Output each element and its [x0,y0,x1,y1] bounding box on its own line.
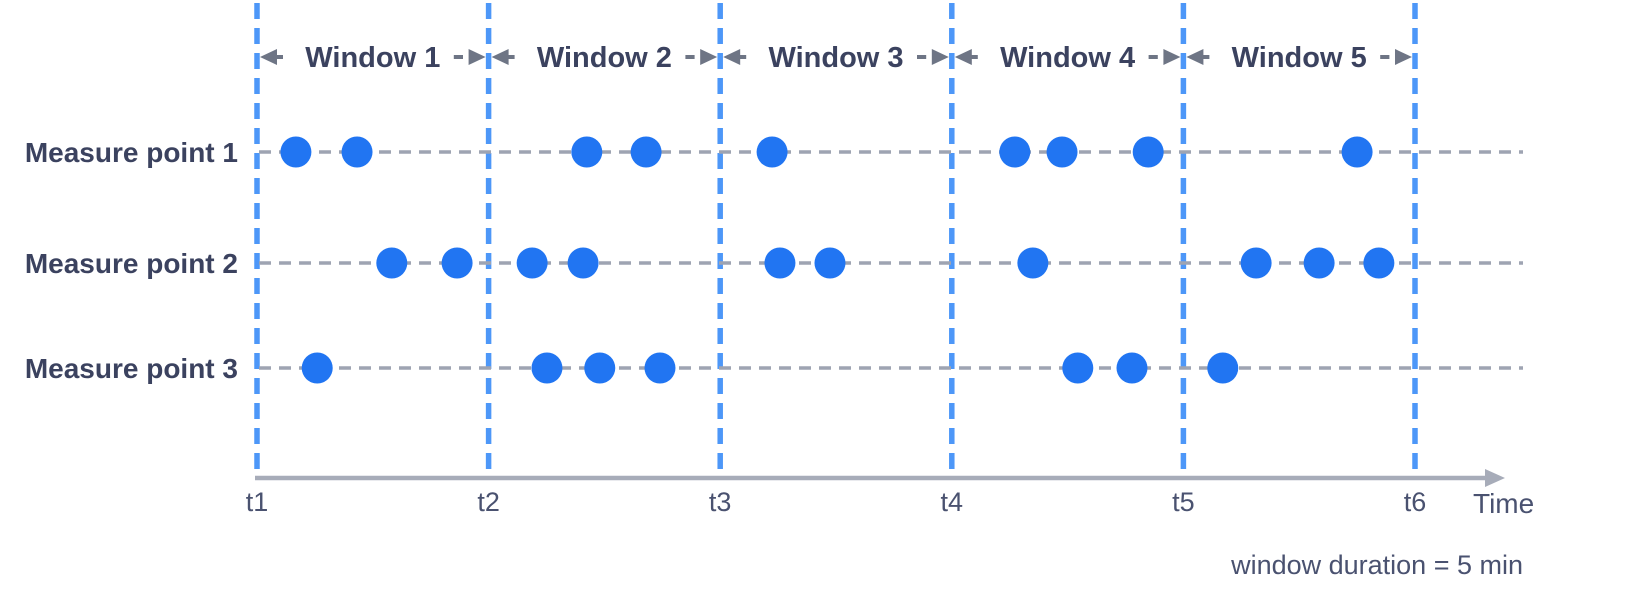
tick-label-t2: t2 [477,487,500,517]
window-label-box [755,32,917,82]
data-point [999,136,1031,168]
data-point [441,247,473,279]
arrowhead-right-icon [1395,49,1412,65]
data-point [1363,247,1395,279]
window-label-group: Window 1 Window 2 Window 3 Window 4 Window 5 [260,32,1412,82]
arrowhead-right-icon [1163,49,1181,65]
window-label-box [523,32,686,82]
time-axis-label: Time [1473,488,1534,519]
tick-label-t5: t5 [1172,487,1195,517]
data-point [1132,136,1164,168]
measure-point-label: Measure point 2 [25,248,238,279]
data-point [1303,247,1335,279]
data-point [516,247,548,279]
arrowhead-left-icon [491,49,509,65]
data-point [1240,247,1272,279]
measure-point-label: Measure point 1 [25,137,238,168]
window-boundary-lines [254,3,1418,471]
tick-label-t4: t4 [941,487,964,517]
arrowhead-left-icon [260,49,277,65]
data-point [814,247,846,279]
window-label: Window 5 [1232,42,1367,74]
window-duration-caption: window duration = 5 min [1230,550,1523,580]
arrowhead-right-icon [931,49,949,65]
time-axis [255,469,1505,487]
data-point [1207,352,1239,384]
data-point [571,136,603,168]
arrowhead-right-icon [700,49,718,65]
data-point [1116,352,1148,384]
data-point [1046,136,1078,168]
data-point-group [280,136,1395,384]
window-label-box [1218,32,1381,82]
window-label-box [291,32,454,82]
window-label: Window 2 [537,42,672,74]
data-point [280,136,312,168]
data-point [584,352,616,384]
tick-label-t6: t6 [1404,487,1427,517]
measure-label-group: Measure point 1 Measure point 2 Measure po… [25,137,238,384]
tick-label-t1: t1 [246,487,269,517]
data-point [644,352,676,384]
data-point [1017,247,1049,279]
measure-point-label: Measure point 3 [25,353,238,384]
data-point [764,247,796,279]
data-point [341,136,373,168]
data-point [567,247,599,279]
tick-label-t3: t3 [709,487,732,517]
window-label-box [986,32,1149,82]
window-label: Window 3 [768,42,903,74]
time-axis-arrowhead-icon [1485,469,1505,487]
arrowhead-left-icon [1186,49,1204,65]
data-point [301,352,333,384]
data-point [376,247,408,279]
data-point [531,352,563,384]
arrowhead-right-icon [468,49,486,65]
tick-label-group: t1 t2 t3 t4 t5 t6 [246,487,1427,517]
arrowhead-left-icon [723,49,741,65]
data-point [1062,352,1094,384]
data-point [630,136,662,168]
data-point [756,136,788,168]
window-label: Window 4 [1000,42,1135,74]
data-point [1341,136,1373,168]
window-label: Window 1 [305,42,440,74]
arrowhead-left-icon [954,49,972,65]
